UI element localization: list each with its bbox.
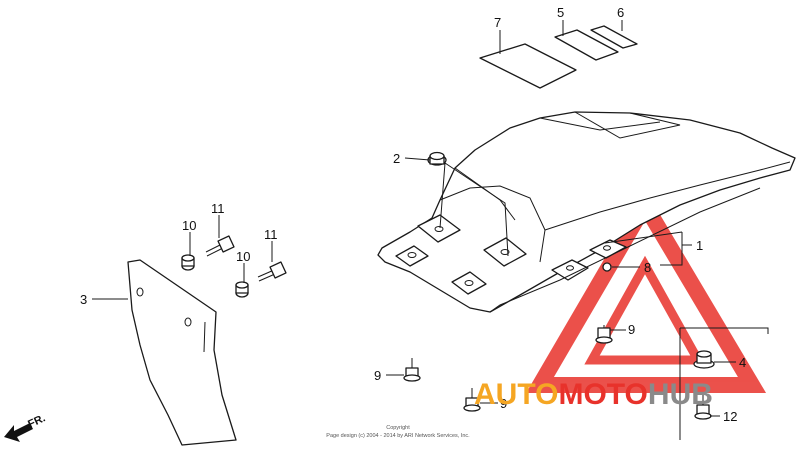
copyright-line1: Copyright: [386, 425, 410, 431]
inset-frame-top: [680, 327, 769, 334]
watermark-part2: MOTO: [558, 378, 647, 411]
leader-lines: [92, 20, 736, 417]
callout-10a: 10: [182, 218, 196, 233]
bolt-11a: [205, 235, 235, 257]
watermark-logo-icon: [526, 189, 767, 393]
direction-label: FR.: [26, 412, 47, 430]
watermark-text: AUTOMOTOHUB: [474, 378, 713, 411]
callout-9b: 9: [374, 368, 381, 383]
callout-8: 8: [644, 260, 651, 275]
callout-9a: 9: [628, 322, 635, 337]
nut-8: [602, 262, 612, 272]
bolt-9c: [463, 388, 481, 412]
decal-7: [479, 43, 577, 89]
callout-3: 3: [80, 292, 87, 307]
nut-4: [693, 350, 715, 369]
watermark-part1: AUTO: [474, 378, 558, 411]
callout-7: 7: [494, 15, 501, 30]
rear-fender: [377, 111, 796, 313]
callout-10b: 10: [236, 249, 250, 264]
grommet-2: [427, 151, 447, 166]
callout-12: 12: [723, 409, 737, 424]
callout-6: 6: [617, 5, 624, 20]
front-direction-arrow-icon: [4, 423, 33, 442]
decal-5: [554, 29, 619, 61]
mudflap-3: [127, 259, 237, 446]
callout-11b: 11: [264, 227, 278, 242]
callout-11a: 11: [211, 201, 225, 216]
bolt-9a: [595, 325, 613, 344]
callout-9c: 9: [500, 396, 507, 411]
callout-1: 1: [696, 238, 703, 253]
watermark-part3: HUB: [648, 378, 713, 411]
callout-5: 5: [557, 5, 564, 20]
decal-6: [590, 25, 638, 49]
bolt-11b: [257, 261, 287, 282]
callout-2: 2: [393, 151, 400, 166]
callout-4: 4: [739, 355, 746, 370]
collar-10b: [235, 281, 249, 298]
collar-10a: [181, 254, 195, 271]
copyright-line2: Page design (c) 2004 - 2014 by ARI Netwo…: [326, 433, 470, 439]
bolt-9b: [403, 358, 421, 382]
